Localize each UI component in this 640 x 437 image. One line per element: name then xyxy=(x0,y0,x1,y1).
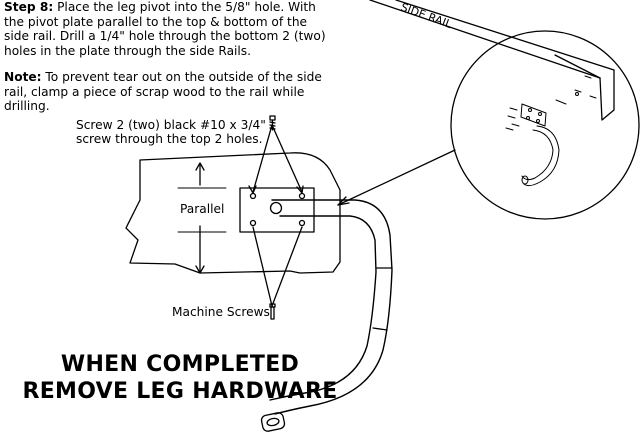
machine-screw-icon xyxy=(269,303,276,320)
side-rail-label: SIDE RAIL xyxy=(399,1,454,32)
side-rail-bar xyxy=(369,0,615,121)
completion-banner-line-1: WHEN COMPLETED xyxy=(60,352,300,377)
screw-callout-line-2: screw through the top 2 holes. xyxy=(76,132,263,146)
machine-screws-label: Machine Screws xyxy=(172,305,270,319)
detail-circle xyxy=(450,30,640,220)
wood-screw-icon xyxy=(269,115,276,131)
side-rail-panel xyxy=(125,152,341,274)
note-body: To prevent tear out on the outside of th… xyxy=(4,70,322,114)
step-8-instruction: Step 8: Place the leg pivot into the 5/8… xyxy=(4,0,334,58)
step-body: Place the leg pivot into the 5/8" hole. … xyxy=(4,0,326,58)
screw-callout-line-1: Screw 2 (two) black #10 x 3/4" xyxy=(76,118,266,132)
note-instruction: Note: To prevent tear out on the outside… xyxy=(4,70,334,114)
note-label: Note: xyxy=(4,70,42,84)
parallel-label: Parallel xyxy=(180,202,225,216)
detail-pivot-hardware xyxy=(505,75,597,187)
step-label: Step 8: xyxy=(4,0,54,14)
pivot-plate xyxy=(239,187,315,233)
completion-banner-line-2: REMOVE LEG HARDWARE xyxy=(22,379,338,404)
leg-tube xyxy=(271,199,393,415)
